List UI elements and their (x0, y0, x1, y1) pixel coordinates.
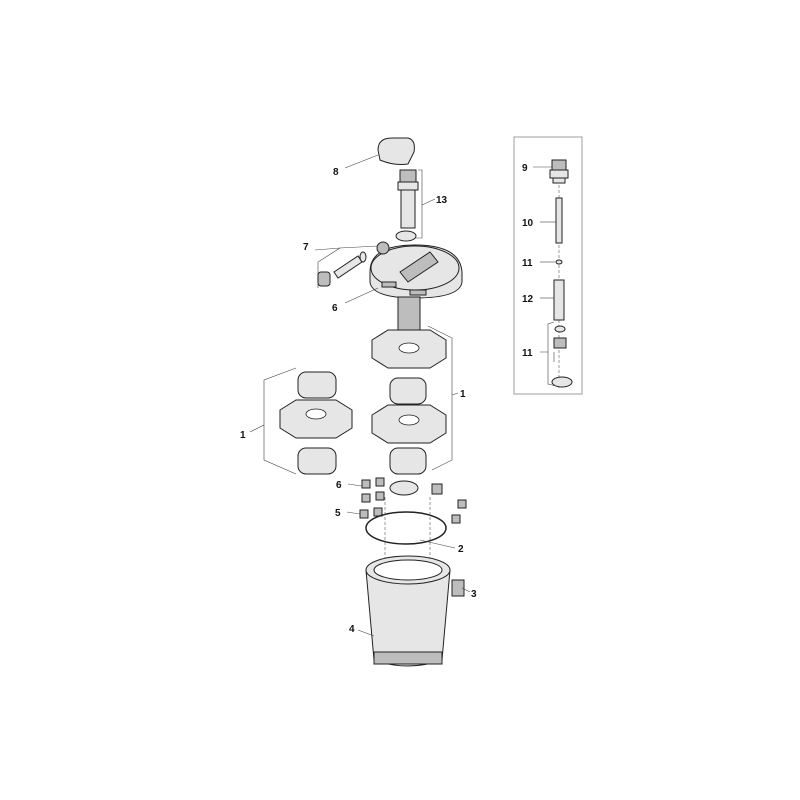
quartz-glass-part (553, 279, 565, 321)
label-uvc-lamp: 10 (522, 218, 534, 229)
housing-part (365, 555, 465, 667)
label-uvc-head: 9 (522, 163, 528, 174)
ring-part (389, 480, 419, 496)
label-hose-connector-set: 7 (303, 242, 309, 253)
label-seal-set-lower: 11 (522, 348, 533, 359)
cover-part (377, 137, 415, 165)
uvc-head-part (549, 159, 569, 184)
label-cover: 8 (333, 167, 339, 178)
label-filter-media: 5 (335, 508, 341, 519)
intake-pipe (397, 296, 421, 332)
sponge-stack (371, 329, 447, 475)
label-ring: 6 (336, 480, 342, 491)
label-housing: 4 (349, 624, 355, 635)
sponge-loose (279, 371, 353, 475)
lid-part (369, 241, 463, 299)
seal-part (365, 511, 447, 545)
seal-set-part (553, 337, 567, 349)
o-ring-part (555, 259, 563, 265)
label-clamp-ring: 3 (471, 589, 477, 600)
label-quartz-glass: 12 (522, 294, 534, 305)
label-lid: 6 (332, 303, 338, 314)
label-uvc-assembly: 13 (436, 195, 448, 206)
label-seal: 2 (458, 544, 464, 555)
uvc-inset-frame (513, 136, 583, 395)
uvc-lamp-part (555, 197, 563, 244)
label-sponges-stack: 1 (460, 389, 466, 400)
label-o-ring-upper: 11 (522, 258, 533, 269)
label-sponges-loose: 1 (240, 430, 246, 441)
